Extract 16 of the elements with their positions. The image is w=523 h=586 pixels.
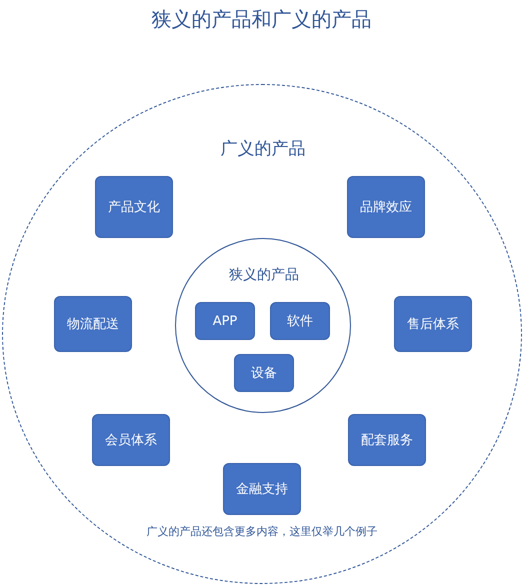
item-box: 品牌效应 — [347, 176, 425, 238]
item-box: 设备 — [234, 354, 294, 392]
item-box: 物流配送 — [54, 296, 132, 352]
group-heading: 狭义的产品 — [229, 266, 299, 284]
group-heading: 广义的产品 — [220, 138, 306, 160]
item-box: 配套服务 — [348, 414, 426, 466]
item-box: 软件 — [270, 302, 330, 340]
note: 广义的产品还包含更多内容，这里仅举几个例子 — [146, 524, 378, 539]
item-box: 售后体系 — [394, 296, 472, 352]
item-box: 会员体系 — [92, 414, 170, 466]
title: 狭义的产品和广义的产品 — [150, 6, 372, 33]
dashed-circle — [2, 84, 522, 584]
item-box: 金融支持 — [223, 463, 301, 515]
item-box: APP — [195, 302, 255, 340]
item-box: 产品文化 — [95, 176, 173, 238]
circle — [175, 238, 351, 413]
